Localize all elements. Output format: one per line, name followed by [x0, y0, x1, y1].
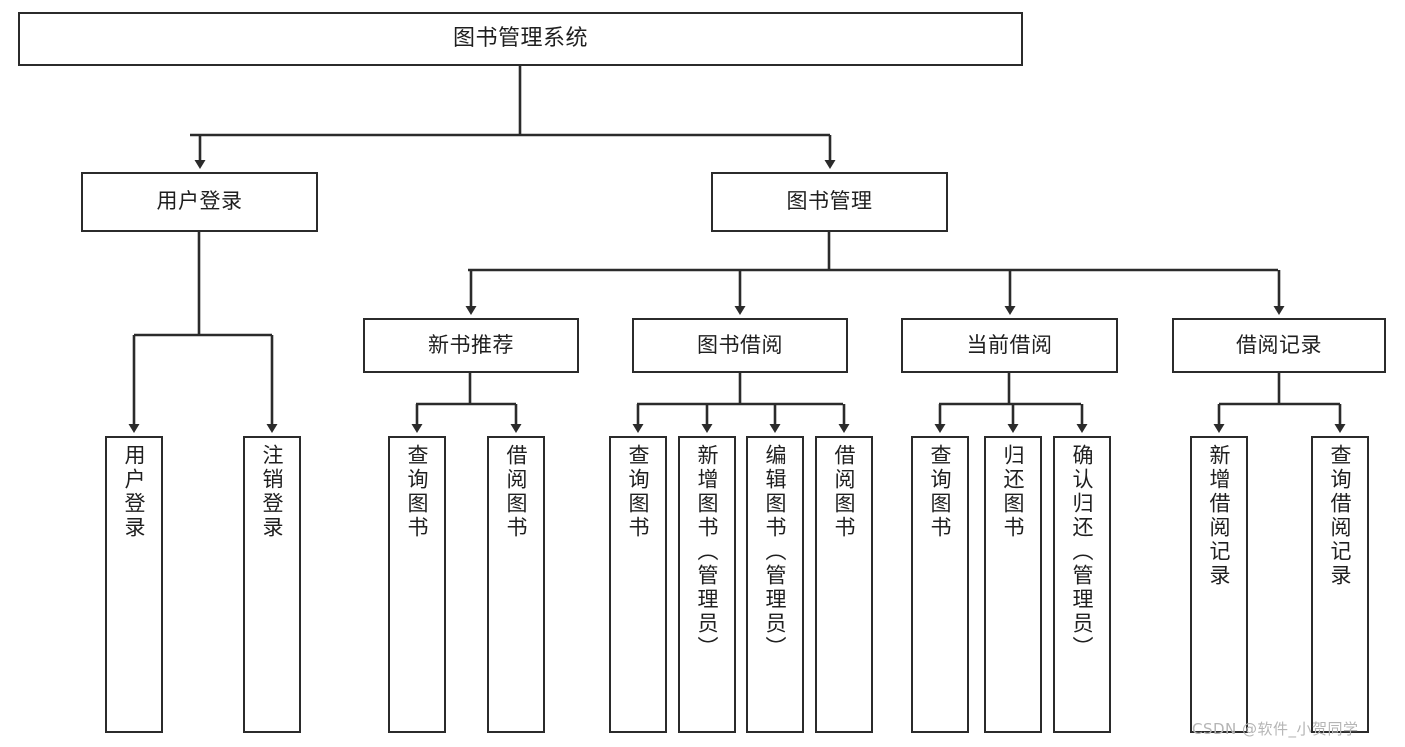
connector-lines: [128, 66, 1346, 433]
node-leaf-user-logout: 注销登录: [243, 436, 301, 733]
node-label: 新书推荐: [428, 332, 514, 357]
node-label: 图书借阅: [697, 332, 783, 357]
node-borrow-record: 借阅记录: [1172, 318, 1386, 373]
node-label: 借阅记录: [1236, 332, 1322, 357]
node-label: 查询图书: [928, 444, 953, 540]
node-label: 借阅图书: [832, 444, 857, 540]
node-leaf-borrow-book-1: 借阅图书: [487, 436, 545, 733]
watermark: CSDN @软件_小贺同学: [1192, 720, 1359, 738]
node-label: 归还图书: [1001, 444, 1026, 540]
node-new-book-rec: 新书推荐: [363, 318, 579, 373]
node-label: 查询图书: [405, 444, 430, 540]
node-leaf-confirm-return-admin: 确认归还（管理员）: [1053, 436, 1111, 733]
node-leaf-add-book-admin: 新增图书（管理员）: [678, 436, 736, 733]
node-leaf-query-book-2: 查询图书: [609, 436, 667, 733]
node-label: 查询图书: [626, 444, 651, 540]
node-leaf-query-borrow-record: 查询借阅记录: [1311, 436, 1369, 733]
node-book-manage: 图书管理: [711, 172, 948, 232]
node-label: 确认归还（管理员）: [1070, 444, 1095, 660]
node-label: 当前借阅: [966, 332, 1053, 357]
node-label: 图书管理: [786, 189, 873, 214]
node-leaf-borrow-book-2: 借阅图书: [815, 436, 873, 733]
node-leaf-query-book-3: 查询图书: [911, 436, 969, 733]
node-label: 新增借阅记录: [1207, 444, 1232, 588]
node-label: 用户登录: [156, 189, 243, 214]
node-leaf-edit-book-admin: 编辑图书（管理员）: [746, 436, 804, 733]
node-leaf-user-login: 用户登录: [105, 436, 163, 733]
node-label: 图书管理系统: [452, 25, 588, 51]
node-label: 用户登录: [122, 444, 147, 540]
node-current-borrow: 当前借阅: [901, 318, 1118, 373]
node-label: 注销登录: [260, 444, 285, 540]
node-book-borrow: 图书借阅: [632, 318, 848, 373]
node-leaf-query-book-1: 查询图书: [388, 436, 446, 733]
node-label: 新增图书（管理员）: [695, 444, 720, 660]
node-label: 查询借阅记录: [1328, 444, 1353, 588]
node-user-login: 用户登录: [81, 172, 318, 232]
node-label: 编辑图书（管理员）: [763, 444, 788, 660]
node-leaf-return-book: 归还图书: [984, 436, 1042, 733]
node-root: 图书管理系统: [18, 12, 1023, 66]
node-leaf-add-borrow-record: 新增借阅记录: [1190, 436, 1248, 733]
node-label: 借阅图书: [504, 444, 529, 540]
